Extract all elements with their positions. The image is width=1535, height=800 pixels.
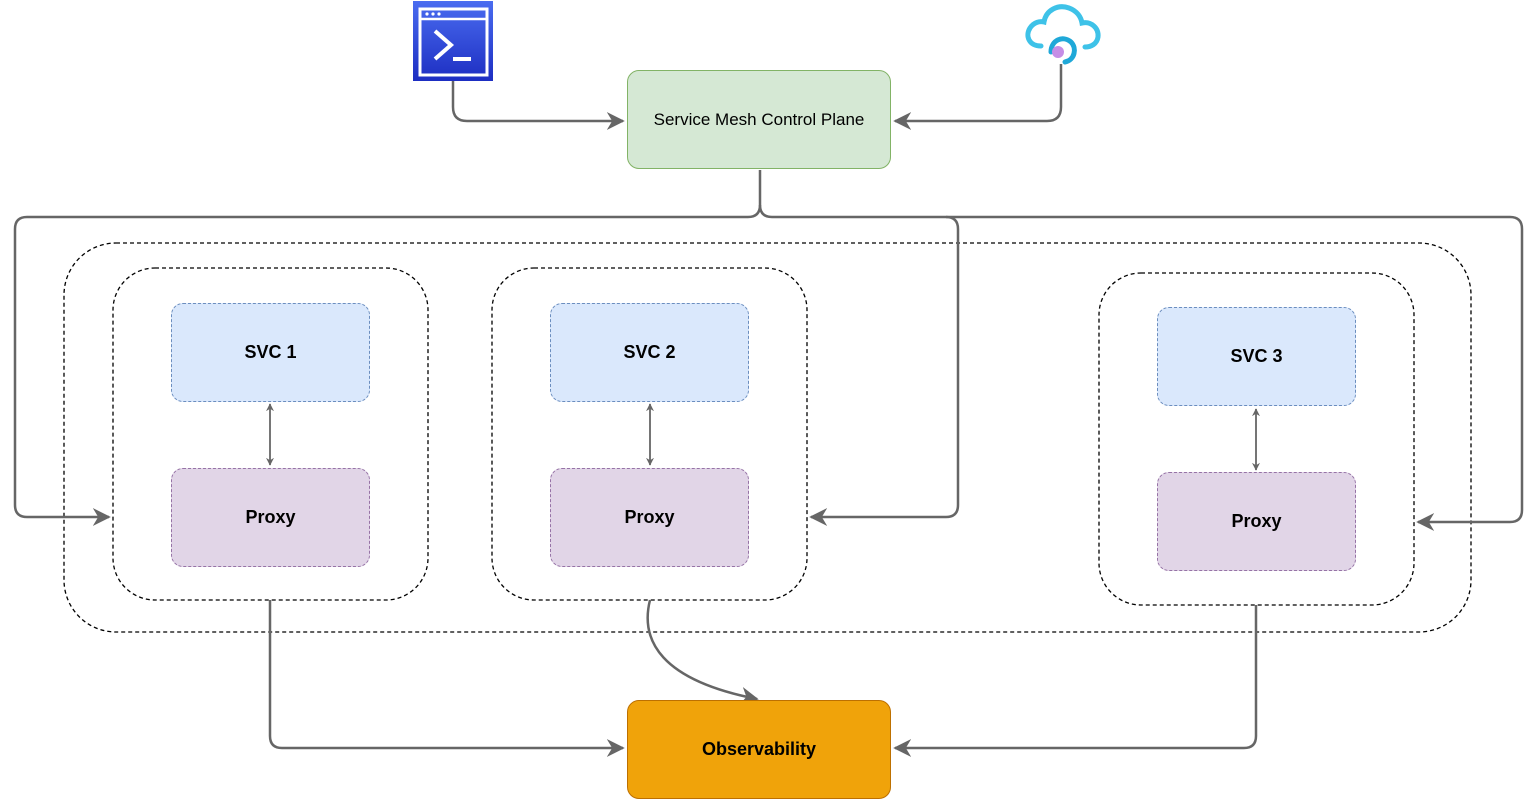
connector-pod3-to-observability [893, 605, 1258, 757]
proxy-3-label: Proxy [1231, 511, 1282, 531]
connector-control-plane-to-pod-1 [13, 170, 762, 526]
proxy-1-node: Proxy [171, 468, 370, 567]
svc-1-node: SVC 1 [171, 303, 370, 402]
control-plane-label: Service Mesh Control Plane [653, 109, 865, 129]
proxy-1-label: Proxy [245, 507, 296, 527]
connector-pod2-to-observability [646, 599, 759, 705]
svc-2-label: SVC 2 [623, 342, 676, 362]
pod-container-2 [491, 267, 808, 601]
pod-container-1 [112, 267, 429, 601]
observability-label: Observability [701, 739, 817, 759]
control-plane-node: Service Mesh Control Plane [627, 70, 891, 169]
svc-3-node: SVC 3 [1157, 307, 1356, 406]
terminal-icon [413, 1, 493, 81]
mesh-outer-container [63, 242, 1472, 633]
cloud-icon [1025, 4, 1101, 65]
connector-cloud-to-control-plane [893, 64, 1063, 130]
proxy-3-node: Proxy [1157, 472, 1356, 571]
connector-control-plane-to-pod-2 [758, 204, 960, 526]
svc-2-node: SVC 2 [550, 303, 749, 402]
svc-3-label: SVC 3 [1230, 346, 1283, 366]
connector-terminal-to-control-plane [451, 80, 625, 130]
connector-control-plane-to-pod-3 [946, 215, 1524, 531]
proxy-2-label: Proxy [624, 507, 675, 527]
svc-1-label: SVC 1 [244, 342, 297, 362]
pod-container-3 [1098, 272, 1415, 606]
connector-pod1-to-observability [268, 600, 625, 757]
proxy-2-node: Proxy [550, 468, 749, 567]
observability-node: Observability [627, 700, 891, 799]
